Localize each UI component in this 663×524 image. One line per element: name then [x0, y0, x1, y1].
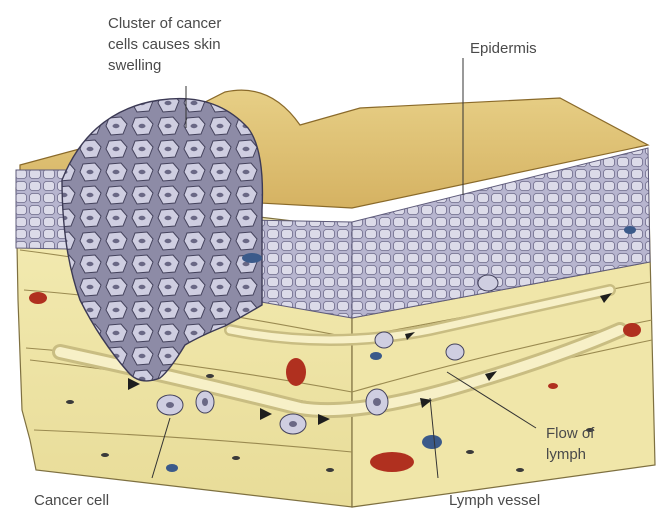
- label-flow-of-lymph: Flow of lymph: [546, 423, 594, 465]
- label-cancer-cell: Cancer cell: [34, 490, 109, 511]
- label-lymph-vessel: Lymph vessel: [449, 490, 540, 511]
- label-epidermis: Epidermis: [470, 38, 537, 59]
- label-cancer-cluster: Cluster of cancer cells causes skin swel…: [108, 13, 221, 76]
